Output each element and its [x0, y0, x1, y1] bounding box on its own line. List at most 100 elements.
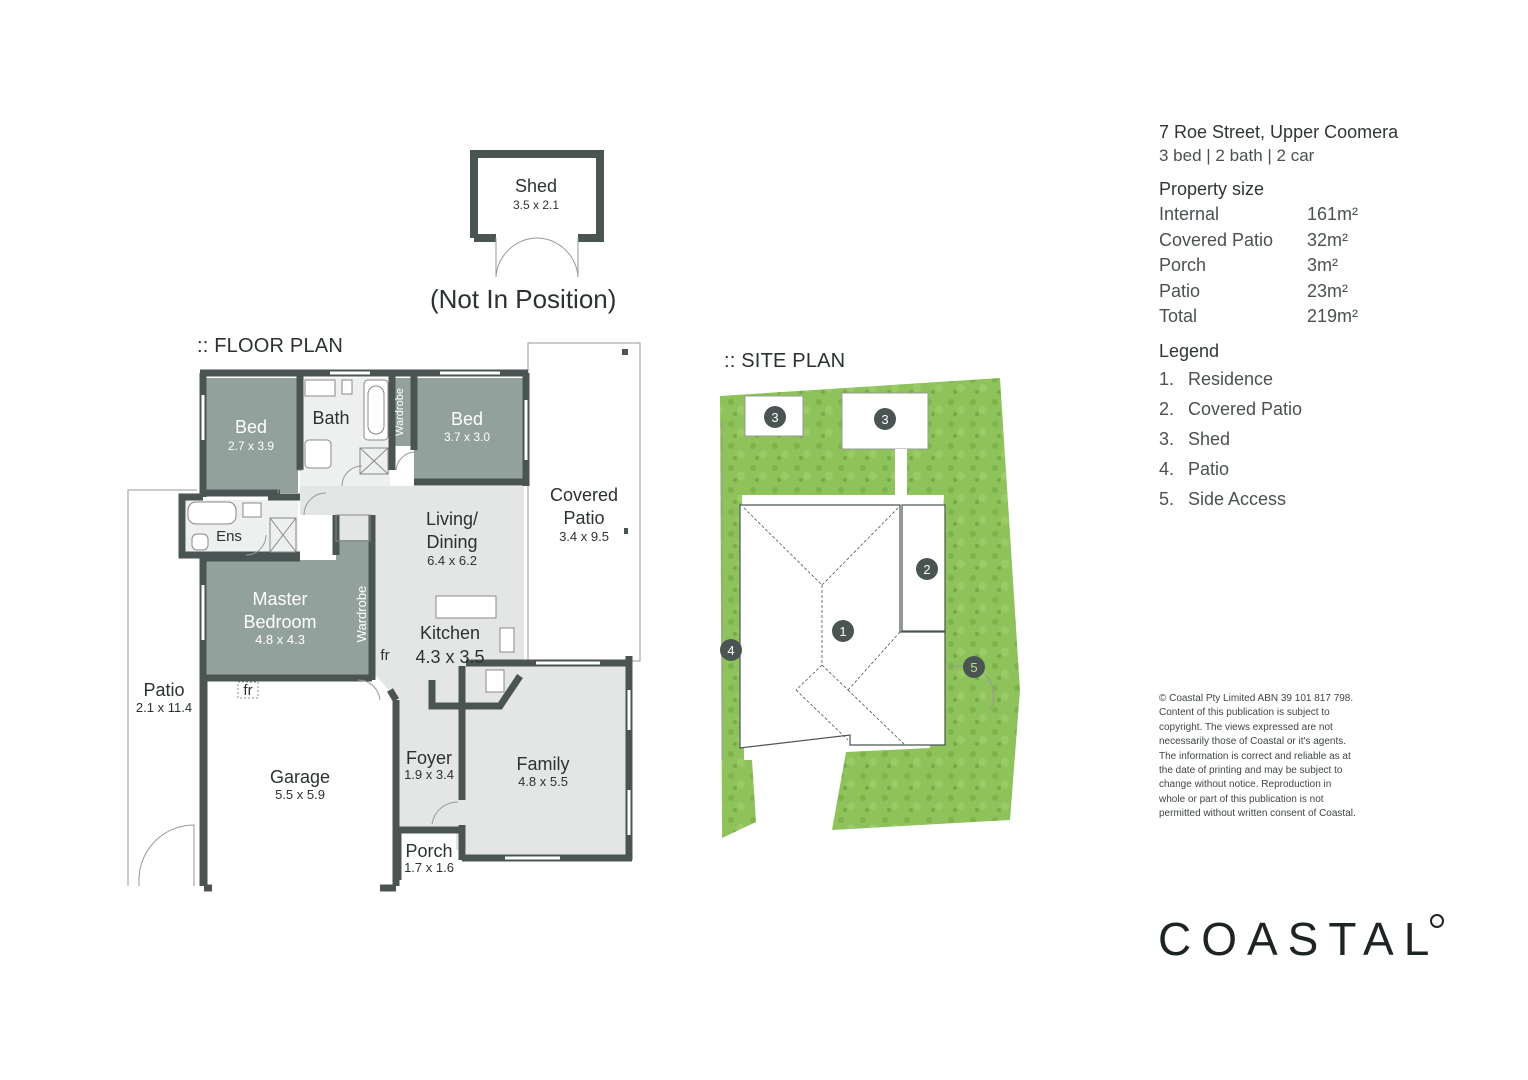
garage-dims: 5.5 x 5.9	[275, 787, 325, 802]
fixtures	[187, 379, 515, 699]
legend-item: 1. Residence	[1159, 364, 1459, 394]
kitchen-label: Kitchen	[420, 623, 480, 643]
kitchen-dims: 4.3 x 3.5	[415, 647, 484, 667]
door-swings	[245, 451, 459, 825]
legend-item: 3.Shed	[1159, 424, 1459, 454]
fridge-label-kitchen: fr	[380, 647, 389, 664]
size-label: Covered Patio	[1159, 229, 1274, 250]
covered-patio-dims: 3.4 x 9.5	[559, 529, 609, 544]
fridge-label-garage: fr	[243, 682, 252, 699]
size-label: Patio	[1159, 280, 1201, 301]
size-label: Porch	[1159, 255, 1207, 275]
size-value: 3m²	[1307, 255, 1338, 275]
site-marker-3b-label: 3	[881, 412, 888, 427]
patio-label: Patio	[143, 680, 184, 700]
wardrobe-master-label: Wardrobe	[354, 586, 369, 643]
garage-label: Garage	[270, 767, 330, 787]
master-dims: 4.8 x 4.3	[255, 632, 305, 647]
site-marker-3a	[764, 406, 786, 428]
property-summary: 3 bed | 2 bath | 2 car	[1159, 146, 1315, 165]
porch-label: Porch	[405, 841, 452, 861]
legend-number: 1.	[1159, 368, 1175, 389]
patio-dims: 2.1 x 11.4	[136, 700, 192, 715]
shed-position-note: (Not In Position)	[430, 284, 617, 314]
site-marker-5-label: 5	[970, 660, 977, 675]
bed3-dims: 3.7 x 3.0	[444, 430, 490, 444]
property-address: 7 Roe Street, Upper Coomera	[1159, 122, 1399, 142]
porch-dims: 1.7 x 1.6	[404, 860, 454, 875]
property-info-panel: 7 Roe Street, Upper Coomera 3 bed | 2 ba…	[1159, 120, 1459, 514]
legend-list: 1. Residence 2. Covered Patio 3.Shed 4. Pat…	[1159, 364, 1459, 514]
legend-label: Residence	[1188, 368, 1274, 389]
size-value: 32m²	[1307, 229, 1349, 250]
family-label: Family	[517, 754, 570, 774]
windows	[201, 371, 631, 890]
site-marker-1-label: 1	[839, 624, 846, 639]
copyright-notice: © Coastal Pty Limited ABN 39 101 817 798…	[1159, 693, 1356, 820]
living-dims: 6.4 x 6.2	[427, 553, 477, 568]
site-plan-title: :: SITE PLAN	[724, 350, 846, 372]
family-dims: 4.8 x 5.5	[518, 774, 568, 789]
shed-label: Shed	[515, 176, 557, 196]
legend-label: Side Access	[1188, 488, 1287, 509]
legend-label: Patio	[1188, 458, 1230, 479]
site-marker-5	[963, 656, 985, 678]
property-size-heading: Property size	[1159, 179, 1265, 199]
bath-label: Bath	[312, 408, 349, 428]
shed-drawing: Shed 3.5 x 2.1	[470, 150, 604, 278]
size-value: 219m²	[1307, 306, 1359, 326]
logo-degree-mark	[1430, 914, 1444, 928]
size-label: Internal	[1159, 204, 1220, 224]
master-label-1: Master	[252, 589, 307, 609]
legend-heading: Legend	[1159, 340, 1220, 361]
living-label-2: Dining	[426, 532, 477, 552]
legend-number: 5.	[1159, 488, 1175, 509]
bed2-dims: 2.7 x 3.9	[228, 439, 274, 453]
living-floor	[300, 486, 524, 850]
size-row: Porch 3m²	[1159, 253, 1459, 279]
size-label: Total	[1159, 306, 1198, 326]
size-value: 23m²	[1307, 280, 1349, 301]
wardrobe-master-fill	[336, 540, 370, 676]
legend-item: 2. Covered Patio	[1159, 394, 1459, 424]
size-row: Total 219m²	[1159, 304, 1459, 330]
site-marker-2-label: 2	[923, 562, 930, 577]
room-labels: Bed 2.7 x 3.9 Bath Bed 3.7 x 3.0 Wardrob…	[136, 388, 618, 875]
legend-number: 4.	[1159, 458, 1175, 479]
master-fill	[204, 560, 336, 676]
site-marker-1	[832, 620, 854, 642]
covered-patio-label-1: Covered	[550, 485, 618, 505]
living-label-1: Living/	[426, 509, 478, 529]
foyer-dims: 1.9 x 3.4	[404, 767, 454, 782]
ens-label: Ens	[216, 528, 242, 545]
covered-patio-label-2: Patio	[563, 508, 604, 528]
wardrobe-top-fill	[392, 378, 414, 446]
site-plan-drawing: 3 3 2 1 4 5	[720, 378, 1020, 838]
size-row: Covered Patio 32m²	[1159, 228, 1459, 254]
site-marker-3b	[874, 408, 896, 430]
legend-label: Covered Patio	[1188, 398, 1303, 419]
foyer-label: Foyer	[406, 748, 452, 768]
size-row: Patio 23m²	[1159, 279, 1459, 305]
legend-item: 4. Patio	[1159, 454, 1459, 484]
legend-number: 3.	[1159, 428, 1175, 449]
legend-item: 5. Side Access	[1159, 484, 1459, 514]
site-marker-4	[720, 639, 742, 661]
bed2-fill	[204, 378, 298, 493]
wardrobe-top-label: Wardrobe	[394, 388, 406, 436]
site-marker-2	[916, 558, 938, 580]
bed3-label: Bed	[451, 409, 483, 429]
size-row: Internal 161m²	[1159, 202, 1459, 228]
size-value: 161m²	[1307, 204, 1359, 224]
bed3-fill	[414, 378, 524, 481]
legend-number: 2.	[1159, 398, 1175, 419]
master-label-2: Bedroom	[243, 612, 316, 632]
site-path	[895, 449, 907, 495]
floor-plan-title: :: FLOOR PLAN	[197, 335, 343, 357]
patio-area	[127, 489, 197, 886]
family-floor	[466, 666, 628, 856]
site-marker-4-label: 4	[727, 643, 734, 658]
coastal-logo: COASTAL	[1158, 913, 1440, 965]
bed2-label: Bed	[235, 417, 267, 437]
